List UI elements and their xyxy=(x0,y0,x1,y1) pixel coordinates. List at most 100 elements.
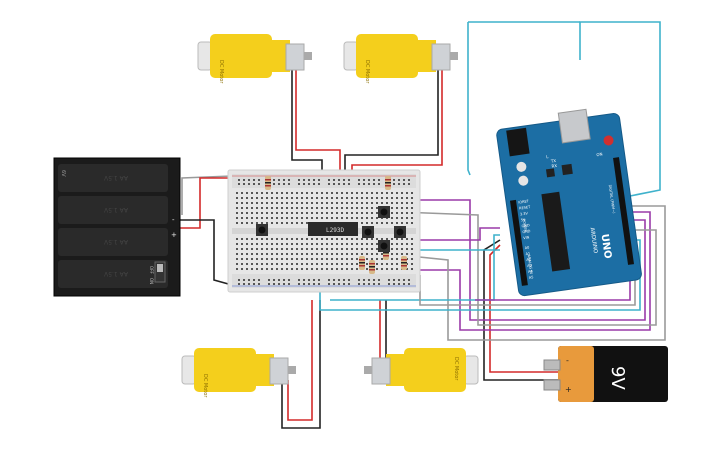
power-rail-hole xyxy=(358,179,360,181)
breadboard-hole xyxy=(381,197,383,199)
breadboard-hole xyxy=(326,243,328,245)
driver-chip-label: L293D xyxy=(326,227,344,234)
breadboard-hole xyxy=(396,238,398,240)
breadboard-hole xyxy=(406,248,408,250)
breadboard-hole xyxy=(341,192,343,194)
breadboard-hole xyxy=(286,222,288,224)
analog-pin-label: A5 xyxy=(529,275,534,280)
power-rail-hole xyxy=(403,283,405,285)
push-button[interactable] xyxy=(394,226,406,238)
power-rail-hole xyxy=(348,179,350,181)
breadboard-hole xyxy=(411,192,413,194)
power-rail-hole xyxy=(273,283,275,285)
power-rail-hole xyxy=(328,183,330,185)
breadboard-hole xyxy=(266,263,268,265)
breadboard-hole xyxy=(296,207,298,209)
resistor xyxy=(385,176,391,190)
breadboard-hole xyxy=(276,217,278,219)
breadboard-hole xyxy=(396,248,398,250)
breadboard-hole xyxy=(336,238,338,240)
breadboard-hole xyxy=(296,222,298,224)
breadboard-hole xyxy=(271,222,273,224)
breadboard-hole xyxy=(356,197,358,199)
breadboard-hole xyxy=(271,243,273,245)
breadboard-hole xyxy=(236,207,238,209)
reset-button[interactable] xyxy=(603,135,614,146)
breadboard-hole xyxy=(376,263,378,265)
breadboard-hole xyxy=(281,202,283,204)
breadboard-hole xyxy=(236,268,238,270)
breadboard-hole xyxy=(271,258,273,260)
power-rail-hole xyxy=(283,283,285,285)
resistor xyxy=(265,176,271,190)
breadboard-hole xyxy=(341,243,343,245)
breadboard-hole xyxy=(256,192,258,194)
breadboard-hole xyxy=(266,207,268,209)
power-pin-label: GND xyxy=(521,223,530,228)
motor-bl-black-wire xyxy=(281,300,321,429)
power-rail-hole xyxy=(348,283,350,285)
breadboard-hole xyxy=(396,207,398,209)
breadboard-hole xyxy=(306,212,308,214)
breadboard-hole xyxy=(321,248,323,250)
breadboard-hole xyxy=(356,263,358,265)
breadboard-hole xyxy=(241,212,243,214)
breadboard-hole xyxy=(351,248,353,250)
power-pin-label: RESET xyxy=(519,205,532,211)
breadboard-hole xyxy=(296,253,298,255)
breadboard-hole xyxy=(306,207,308,209)
push-button[interactable] xyxy=(378,206,390,218)
breadboard-hole xyxy=(276,192,278,194)
breadboard-hole xyxy=(351,268,353,270)
breadboard-hole xyxy=(256,263,258,265)
breadboard-hole xyxy=(306,197,308,199)
breadboard-hole xyxy=(251,258,253,260)
breadboard-hole xyxy=(411,207,413,209)
breadboard-hole xyxy=(356,258,358,260)
breadboard-hole xyxy=(251,192,253,194)
analog-pin-label: A4 xyxy=(528,269,534,274)
battery9v-label: 9V xyxy=(607,366,628,390)
breadboard-hole xyxy=(256,248,258,250)
breadboard-hole xyxy=(391,263,393,265)
breadboard-hole xyxy=(391,268,393,270)
breadboard-hole xyxy=(351,197,353,199)
breadboard-hole xyxy=(306,258,308,260)
breadboard-hole xyxy=(256,217,258,219)
breadboard-hole xyxy=(386,268,388,270)
breadboard-hole xyxy=(336,207,338,209)
breadboard-hole xyxy=(296,258,298,260)
power-rail-hole xyxy=(273,279,275,281)
power-rail-hole xyxy=(288,183,290,185)
breadboard-hole xyxy=(301,248,303,250)
breadboard-hole xyxy=(356,207,358,209)
breadboard-hole xyxy=(376,253,378,255)
breadboard-hole xyxy=(246,217,248,219)
breadboard-hole xyxy=(401,238,403,240)
analog-pin-label: A0 xyxy=(524,246,529,251)
push-button[interactable] xyxy=(362,226,374,238)
breadboard-hole xyxy=(346,248,348,250)
breadboard-hole xyxy=(396,192,398,194)
breadboard-hole xyxy=(271,238,273,240)
breadboard-hole xyxy=(286,243,288,245)
breadboard-hole xyxy=(236,238,238,240)
push-button[interactable] xyxy=(378,240,390,252)
breadboard-hole xyxy=(281,253,283,255)
push-button[interactable] xyxy=(256,224,268,236)
breadboard-hole xyxy=(341,258,343,260)
power-rail-hole xyxy=(248,183,250,185)
breadboard-hole xyxy=(281,238,283,240)
breadboard-hole xyxy=(326,258,328,260)
power-rail-hole xyxy=(408,179,410,181)
breadboard-hole xyxy=(271,192,273,194)
breadboard-hole xyxy=(351,212,353,214)
breadboard-hole xyxy=(251,217,253,219)
power-rail-hole xyxy=(378,183,380,185)
breadboard-hole xyxy=(376,268,378,270)
battery-pack-minus: - xyxy=(172,216,175,224)
breadboard-hole xyxy=(331,192,333,194)
breadboard-hole xyxy=(336,253,338,255)
